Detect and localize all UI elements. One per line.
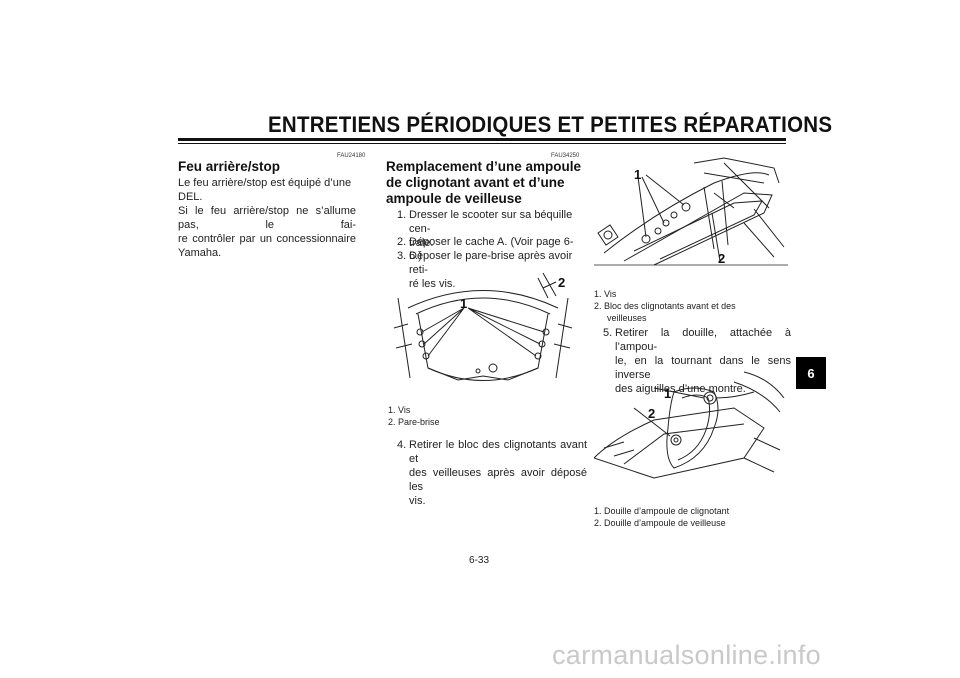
caption-line: 2. Douille d’ampoule de veilleuse [594,518,726,528]
step-3: 3. Déposer le pare-brise après avoir ret… [397,249,585,290]
step-line: Retirer le bloc des clignotants avant et [409,439,587,465]
header-rule-thick [178,138,786,141]
step-text: Retirer le bloc des clignotants avant et… [409,438,587,508]
figure-caption: 1. Douille d’ampoule de clignotant 2. Do… [594,505,729,529]
windshield-screws-figure: 1 2 [393,272,573,381]
step-4: 4. Retirer le bloc des clignotants avant… [397,438,587,507]
chapter-tab: 6 [796,357,826,389]
bulb-socket-figure: 1 2 [594,371,785,479]
figure-label-2: 2 [648,406,655,421]
step-line: Retirer la douille, attachée à l’ampou- [615,327,791,353]
caption-line: 1. Vis [388,405,411,415]
step-1: 1. Dresser le scooter sur sa béquille ce… [397,208,585,249]
step-number: 5. [603,327,613,339]
figure-caption: 1. Vis 2. Bloc des clignotants avant et … [594,288,736,324]
caption-line: 1. Douille d’ampoule de clignotant [594,506,730,516]
header-rule-thin [178,143,786,144]
caption-line: 2. Bloc des clignotants avant et des [594,301,736,311]
step-line: ré les vis. [409,278,456,290]
step-text: Déposer le cache A. (Voir page 6-6.) [409,235,585,263]
step-number: 2. [397,236,407,248]
step-line: des veilleuses après avoir déposé les [409,467,587,493]
figure-caption: 1. Vis 2. Pare-brise [388,404,440,428]
figure-label-1: 1 [460,296,467,311]
step-line: le, en la tournant dans le sens inverse [615,355,791,381]
step-line: Dresser le scooter sur sa béquille cen- [409,209,573,235]
page-header-title: ENTRETIENS PÉRIODIQUES ET PETITES RÉPARA… [268,112,833,137]
paragraph-line: re contrôler par un concessionnaire [178,233,356,245]
paragraph-line: Si le feu arrière/stop ne s’allume pas, … [178,205,356,231]
step-text: Déposer le pare-brise après avoir reti- … [409,249,585,291]
figure-label-2: 2 [558,275,565,290]
paragraph-line: Le feu arrière/stop est équipé d’une DEL… [178,177,352,203]
turn-signal-block-figure: 1 2 [594,157,788,266]
step-line: Déposer le pare-brise après avoir reti- [409,250,573,276]
step-2: 2. Déposer le cache A. (Voir page 6-6.) [397,235,585,262]
heading-line: de clignotant avant et d’une [386,175,565,190]
heading-line: ampoule de veilleuse [386,191,522,206]
section-code: FAU24180 [337,153,366,159]
step-number: 3. [397,250,407,262]
step-line: trale. [409,237,434,249]
step-text: Retirer la douille, attachée à l’ampou- … [615,326,791,396]
step-number: 1. [397,209,407,221]
section-heading-turn-signal: Remplacement d’une ampoule de clignotant… [386,159,586,207]
figure-label-1: 1 [634,167,641,182]
caption-line: 1. Vis [594,289,617,299]
section-code: FAU34250 [551,153,580,159]
paragraph-line: Yamaha. [178,247,222,259]
step-line: Déposer le cache A. (Voir page 6-6.) [409,236,574,262]
caption-line: veilleuses [607,313,647,323]
figure-label-2: 2 [718,251,725,266]
tail-light-paragraph: Le feu arrière/stop est équipé d’une DEL… [178,176,356,260]
step-5: 5. Retirer la douille, attachée à l’ampo… [603,326,793,395]
step-line: vis. [409,495,426,507]
caption-line: 2. Pare-brise [388,417,440,427]
page-number: 6-33 [469,555,490,566]
watermark: carmanualsonline.info [552,640,821,670]
section-heading-tail-light: Feu arrière/stop [178,159,281,174]
step-text: Dresser le scooter sur sa béquille cen- … [409,208,585,250]
step-number: 4. [397,439,407,451]
heading-line: Remplacement d’une ampoule [386,159,582,174]
figure-label-1: 1 [664,386,671,401]
